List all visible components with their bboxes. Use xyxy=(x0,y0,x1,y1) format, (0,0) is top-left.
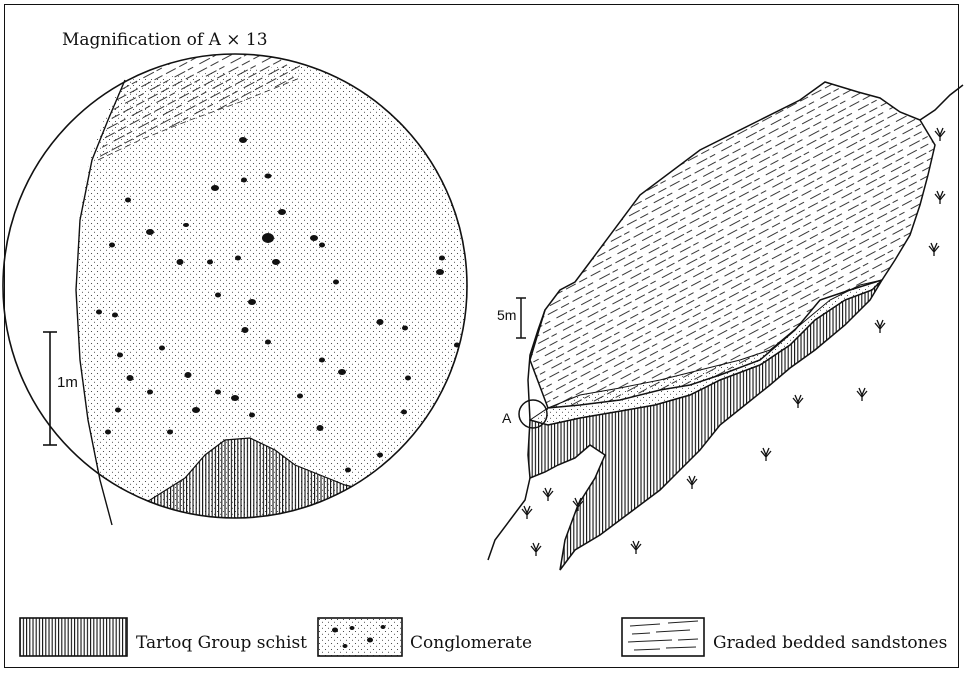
legend-swatch-conglomerate xyxy=(318,618,402,656)
scale-bar-1m xyxy=(43,332,57,445)
field-sketch xyxy=(488,82,963,570)
scale-bar-5m xyxy=(516,298,526,338)
scale-label-1m: 1m xyxy=(57,374,78,391)
legend-label-sandstones: Graded bedded sandstones xyxy=(713,633,947,653)
legend-label-conglomerate: Conglomerate xyxy=(410,633,532,653)
legend-swatch-schist xyxy=(20,618,127,656)
scale-label-5m: 5m xyxy=(497,307,516,323)
figure-caption: Magnification of A × 13 xyxy=(62,30,268,50)
legend-label-schist: Tartoq Group schist xyxy=(136,633,307,653)
legend xyxy=(20,618,704,656)
point-a-label: A xyxy=(502,410,511,426)
sketch-sandstone xyxy=(530,82,935,408)
